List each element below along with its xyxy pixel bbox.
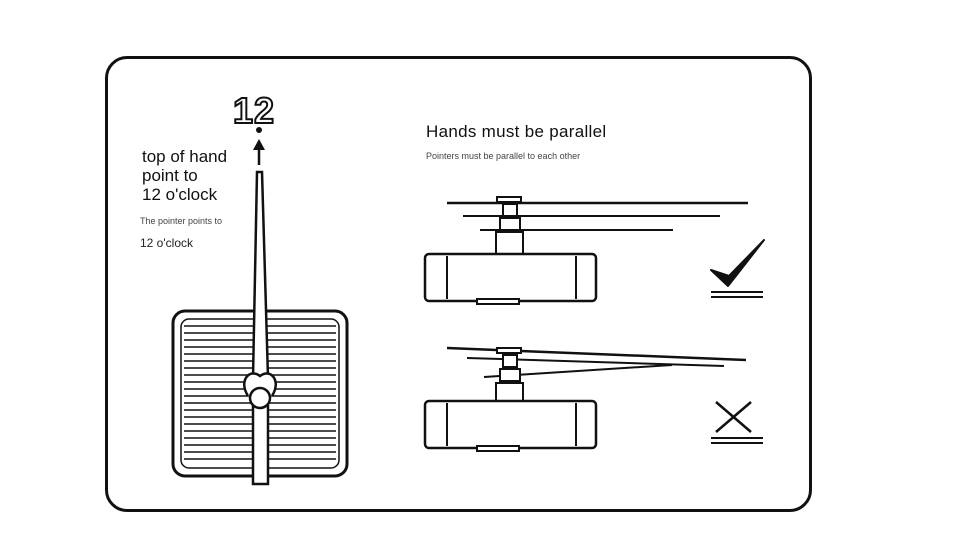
twelve-oclock-label: 12 bbox=[232, 89, 276, 132]
up-arrow-icon bbox=[253, 127, 265, 165]
cross-mark-icon bbox=[711, 401, 763, 444]
clock-hands bbox=[243, 170, 277, 486]
parallel-subtitle: Pointers must be parallel to each other bbox=[426, 151, 581, 161]
instruction-line-1: top of hand bbox=[142, 147, 228, 166]
instruction-main: top of hand point to 12 o'clock bbox=[142, 147, 262, 204]
instruction-sub-line-2: 12 o'clock bbox=[140, 236, 193, 250]
instruction-line-2: point to bbox=[142, 166, 198, 185]
parallel-title: Hands must be parallel bbox=[426, 122, 607, 141]
instruction-line-3: 12 o'clock bbox=[142, 185, 218, 204]
instruction-card bbox=[105, 56, 812, 512]
movement-side-parallel bbox=[423, 196, 748, 305]
movement-side-not-parallel bbox=[423, 346, 747, 452]
check-mark-icon bbox=[710, 239, 765, 298]
instruction-sub-line-1: The pointer points to bbox=[140, 216, 223, 226]
